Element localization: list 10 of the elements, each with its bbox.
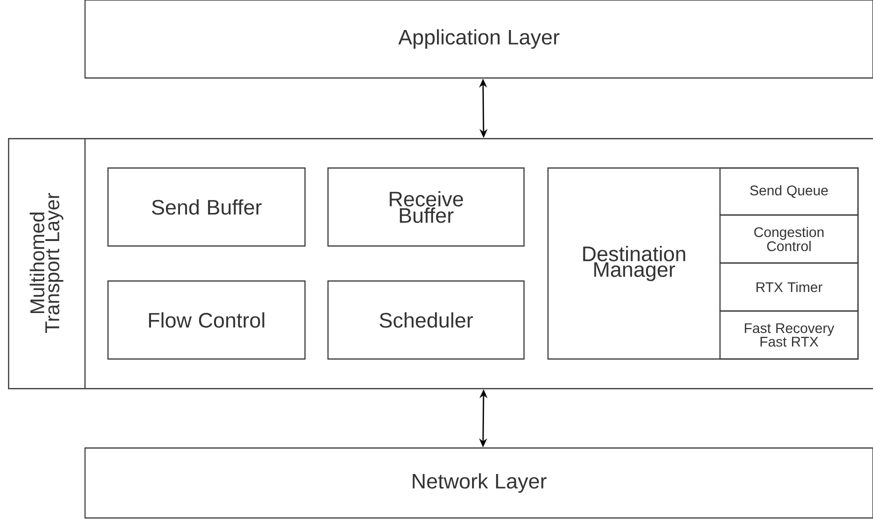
sub-component-box: RTX Timer [719, 262, 859, 312]
sub-component-box: Congestion Control [719, 214, 859, 264]
component-box: Flow Control [107, 280, 306, 360]
layer-box: Application Layer [84, 0, 873, 79]
component-box: Receive Buffer [327, 167, 525, 247]
component-box: Scheduler [327, 280, 525, 360]
layer-box: Network Layer [84, 447, 873, 519]
sub-component-box: Send Queue [719, 167, 859, 216]
component-box: Send Buffer [107, 167, 306, 247]
sub-component-box: Fast Recovery Fast RTX [719, 310, 859, 360]
